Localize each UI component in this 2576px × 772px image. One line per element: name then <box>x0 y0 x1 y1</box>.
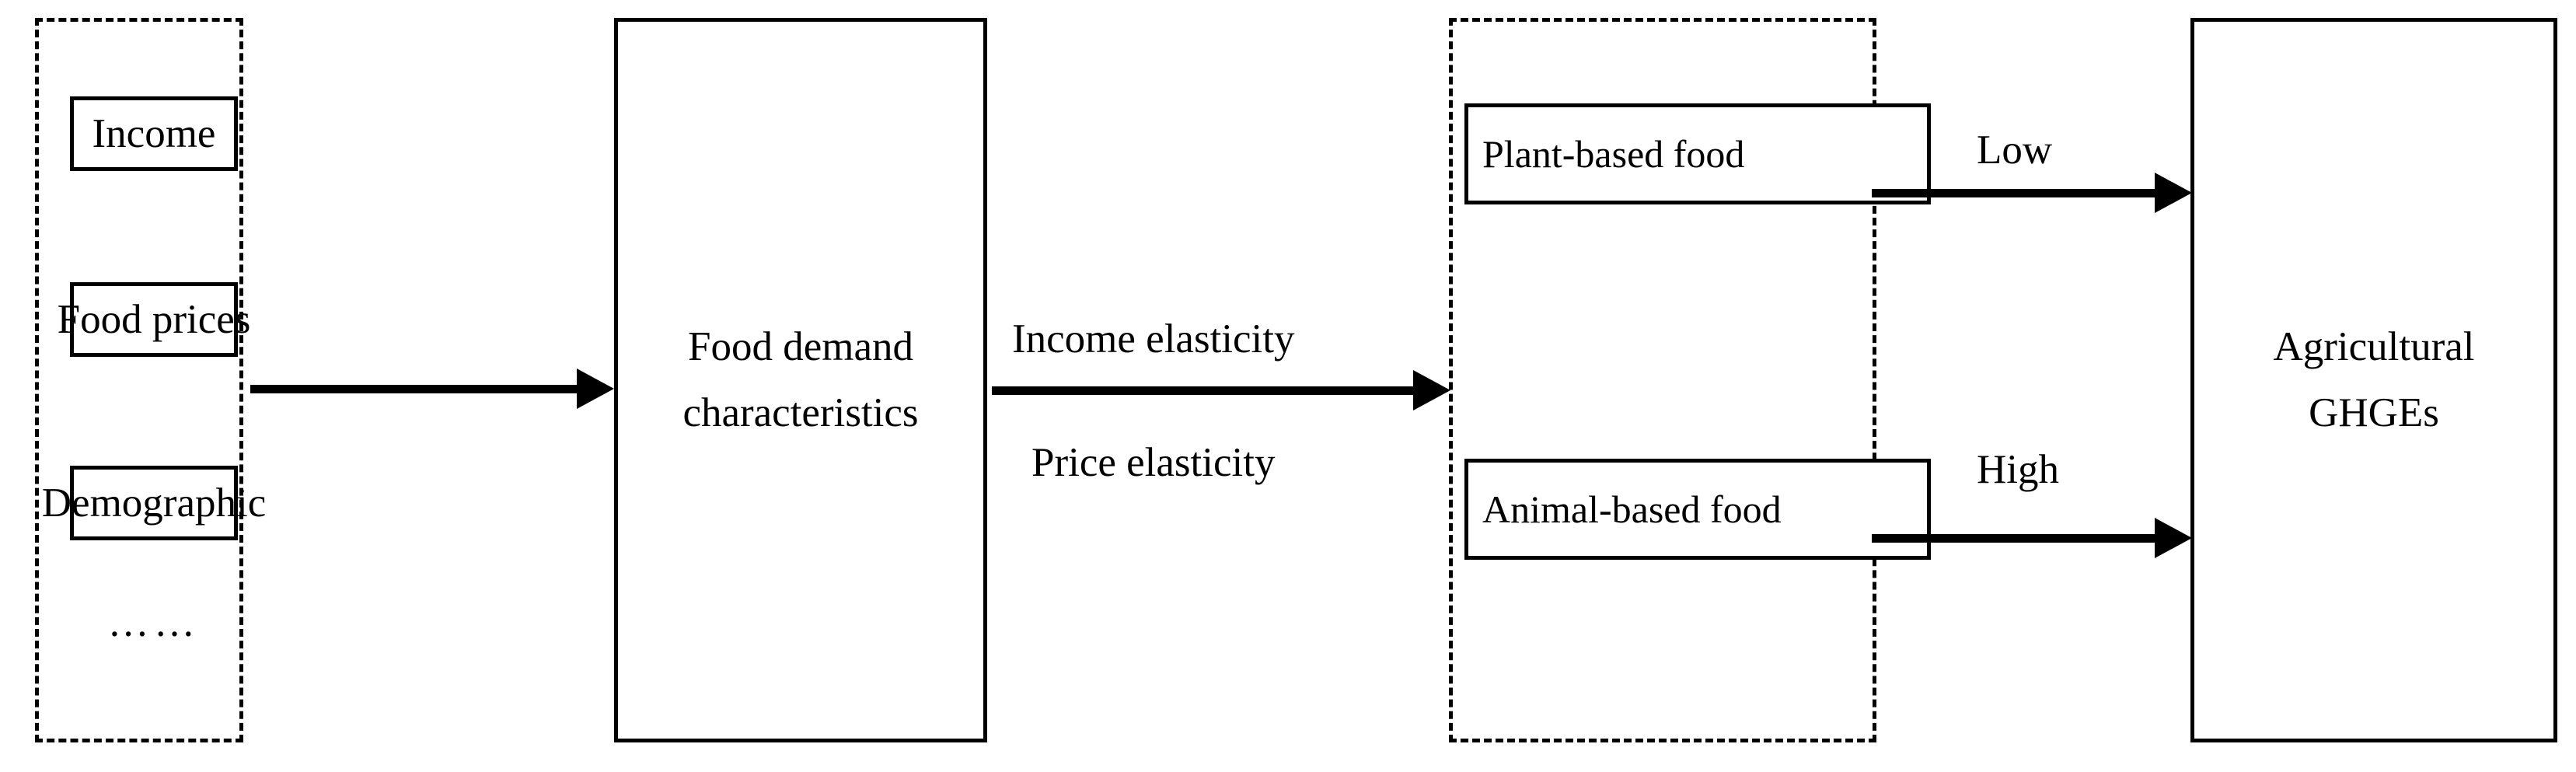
agricultural-ghges-line2: GHGEs <box>2309 390 2439 435</box>
driver-label-demographic: Demographic <box>41 480 267 526</box>
high-intensity-label: High <box>1977 447 2059 492</box>
driver-label-income: Income <box>92 110 216 156</box>
driver-box-food-prices[interactable]: Food prices <box>58 282 250 357</box>
arrow-head <box>1413 370 1450 410</box>
arrow-shaft <box>250 384 577 393</box>
drivers-group-container <box>35 18 243 742</box>
arrow-head <box>2155 518 2192 558</box>
arrow-head <box>577 369 614 409</box>
agricultural-ghges-box[interactable]: Agricultural GHGEs <box>2190 18 2557 742</box>
food-label-plant-based: Plant-based food <box>1482 132 1745 176</box>
arrow-shaft <box>1872 188 2155 197</box>
driver-box-demographic[interactable]: Demographic <box>42 466 266 540</box>
food-box-animal-based[interactable]: Animal-based food <box>1464 459 1931 560</box>
income-elasticity-label: Income elasticity <box>1012 316 1295 362</box>
low-intensity-label: Low <box>1977 128 2053 173</box>
arrow-head <box>2155 173 2192 213</box>
arrow-shaft <box>992 386 1413 395</box>
food-box-plant-based[interactable]: Plant-based food <box>1464 103 1931 204</box>
driver-label-food-prices: Food prices <box>57 296 251 342</box>
drivers-more-ellipsis: …… <box>107 600 201 645</box>
food-demand-line2: characteristics <box>682 390 919 435</box>
agricultural-ghges-line1: Agricultural <box>2273 324 2475 370</box>
driver-box-income[interactable]: Income <box>70 96 238 171</box>
price-elasticity-label: Price elasticity <box>1031 440 1276 485</box>
food-demand-characteristics-box[interactable]: Food demand characteristics <box>614 18 987 742</box>
food-label-animal-based: Animal-based food <box>1482 487 1782 531</box>
food-categories-group-container <box>1449 18 1876 742</box>
arrow-shaft <box>1872 533 2155 543</box>
food-demand-line1: Food demand <box>688 324 913 370</box>
